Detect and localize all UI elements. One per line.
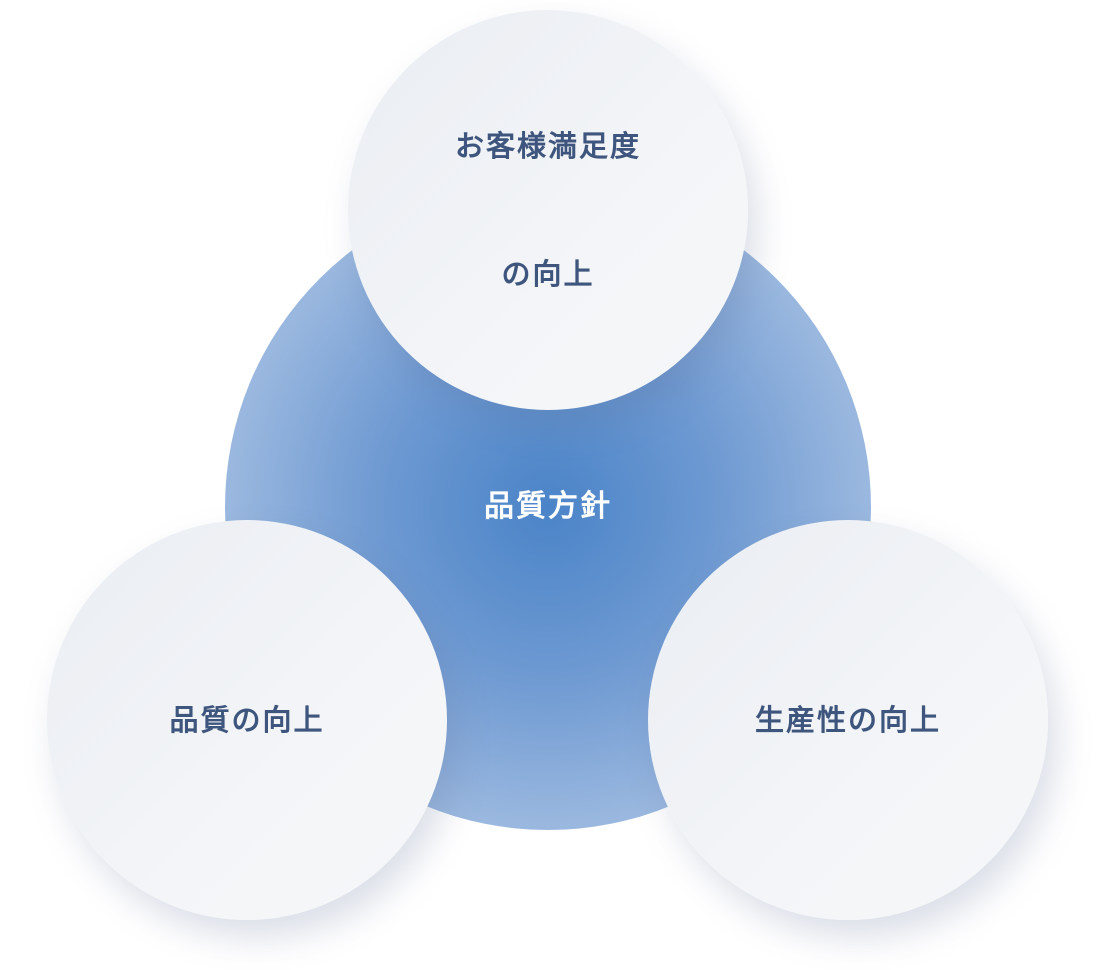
quality-improvement-label: 品質の向上 xyxy=(169,703,325,737)
customer-satisfaction-label-line2: の向上 xyxy=(501,257,595,291)
customer-satisfaction-label-line1: お客様満足度 xyxy=(454,129,641,163)
quality-improvement-circle: 品質の向上 xyxy=(47,520,447,920)
productivity-improvement-circle: 生産性の向上 xyxy=(648,520,1048,920)
productivity-improvement-label: 生産性の向上 xyxy=(754,703,941,737)
customer-satisfaction-circle: お客様満足度 の向上 xyxy=(348,10,748,410)
center-label: 品質方針 xyxy=(484,489,612,524)
customer-satisfaction-label: お客様満足度 の向上 xyxy=(455,50,641,370)
